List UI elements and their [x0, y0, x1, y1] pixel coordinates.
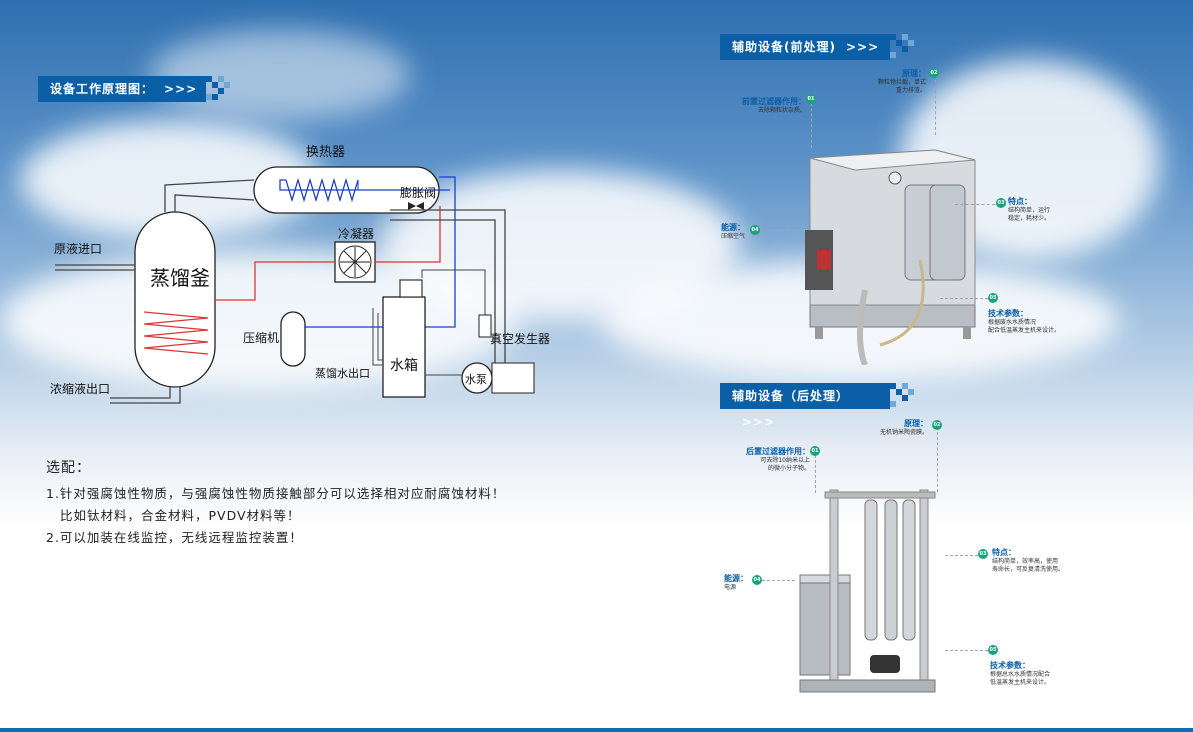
- post-c02-text: 无机钠米陶瓷膜。: [879, 429, 928, 436]
- options-line-1: 1.针对强腐蚀性物质，与强腐蚀性物质接触部分可以选择相对应耐腐蚀材料！: [46, 486, 506, 501]
- pre-number-04: 04: [750, 225, 760, 235]
- principle-section-bar: 设备工作原理图： >>>: [38, 76, 206, 102]
- label-distilled-outlet: 蒸馏水出口: [315, 366, 370, 380]
- cloud: [0, 250, 520, 390]
- label-pump: 水泵: [465, 373, 487, 386]
- leader-line: [762, 580, 795, 581]
- post-callout-02: 原理： 无机钠米陶瓷膜。: [860, 418, 928, 437]
- post-number-01: 01: [810, 446, 820, 456]
- post-c05-text-1: 根据总水水质情况配合: [990, 671, 1051, 678]
- pre-treatment-section-bar: 辅助设备(前处理) >>>: [720, 34, 890, 60]
- pre-c01-title: 前置过滤器作用：: [742, 97, 806, 106]
- pixel-decoration: [206, 70, 236, 108]
- pre-callout-01: 前置过滤器作用： 去除颗粒状杂质。: [730, 96, 806, 115]
- post-c03-text-1: 结构简单，效率高，使用: [992, 558, 1059, 565]
- leader-line: [945, 650, 988, 651]
- leader-line: [935, 80, 936, 135]
- post-number-03: 03: [978, 549, 988, 559]
- principle-section-title: 设备工作原理图：: [50, 82, 155, 96]
- label-still: 蒸馏釜: [150, 266, 210, 290]
- still-shape: [134, 211, 216, 388]
- pixel-decoration: [890, 377, 920, 415]
- label-condenser: 冷凝器: [338, 226, 374, 241]
- pre-number-01: 01: [806, 94, 816, 104]
- post-treatment-equipment-image: [799, 489, 936, 693]
- pre-number-05: 05: [988, 293, 998, 303]
- pre-c03-text-2: 稳定，耗材少。: [1008, 215, 1051, 222]
- pre-c01-text: 去除颗粒状杂质。: [757, 107, 806, 114]
- label-raw-inlet: 原液进口: [54, 241, 102, 256]
- pre-section-arrow: >>>: [845, 40, 880, 54]
- pre-c03-text-1: 结构简单，运行: [1008, 207, 1051, 214]
- post-c05-title: 技术参数：: [990, 661, 1030, 670]
- post-callout-03: 特点： 结构简单，效率高，使用 寿命长，可反复清洗使用。: [992, 547, 1082, 574]
- post-callout-05: 技术参数： 根据总水水质情况配合 低温蒸发主机来设计。: [990, 660, 1080, 687]
- post-number-05: 05: [988, 645, 998, 655]
- post-section-title: 辅助设备（后处理）: [732, 389, 850, 403]
- label-conc-outlet: 浓缩液出口: [50, 381, 110, 396]
- leader-line: [815, 455, 816, 493]
- post-c02-title: 原理：: [904, 419, 928, 428]
- leader-line: [955, 204, 995, 205]
- pre-c05-text-1: 根据废水水质情况: [988, 319, 1037, 326]
- pre-callout-02: 原理： 颗粒物拦截，单式 重力排渣。: [868, 68, 926, 95]
- post-c04-text: 电源: [724, 584, 737, 591]
- options-line-3: 2.可以加装在线监控，无线远程监控装置！: [46, 530, 303, 545]
- leader-line: [760, 230, 805, 231]
- pre-c02-title: 原理：: [902, 69, 926, 78]
- post-number-04: 04: [752, 575, 762, 585]
- working-principle-diagram: 换热器 膨胀阀 蒸馏釜 原液进口 浓缩液出口 冷凝器 压缩机 水: [50, 145, 550, 404]
- post-c03-title: 特点：: [992, 548, 1016, 557]
- post-c04-title: 能源：: [724, 574, 748, 583]
- pre-number-03: 03: [996, 198, 1006, 208]
- pre-number-02: 02: [929, 68, 939, 78]
- leader-line: [811, 103, 812, 148]
- post-number-02: 02: [932, 420, 942, 430]
- tank-shape: [382, 296, 426, 398]
- options-title: 选配：: [46, 460, 91, 476]
- bottom-rule: [0, 728, 1193, 732]
- compressor-shape: [280, 311, 306, 367]
- pre-callout-05: 技术参数： 根据废水水质情况 配合低温蒸发主机来设计。: [988, 308, 1078, 335]
- pre-treatment-equipment-image: [805, 149, 976, 365]
- leader-line: [945, 555, 978, 556]
- pre-c03-title: 特点：: [1008, 197, 1032, 206]
- post-c01-text-1: 可去除10纳米以上: [760, 457, 810, 464]
- cloud: [150, 30, 410, 120]
- pixel-decoration: [890, 28, 920, 66]
- options-notes: 选配： 1.针对强腐蚀性物质，与强腐蚀性物质接触部分可以选择相对应耐腐蚀材料！ …: [46, 457, 505, 549]
- options-line-2: 比如钛材料，合金材料，PVDV材料等！: [60, 508, 301, 523]
- pre-callout-03: 特点： 结构简单，运行 稳定，耗材少。: [1008, 196, 1078, 223]
- pre-callout-04: 能源： 压缩空气: [721, 222, 753, 241]
- post-callout-04: 能源： 电源: [724, 573, 754, 592]
- leader-line: [937, 432, 938, 492]
- label-heat-exchanger: 换热器: [306, 145, 345, 160]
- leader-line: [940, 298, 988, 299]
- pre-c05-text-2: 配合低温蒸发主机来设计。: [988, 327, 1061, 334]
- pre-section-title: 辅助设备(前处理): [732, 40, 836, 54]
- post-c03-text-2: 寿命长，可反复清洗使用。: [992, 566, 1065, 573]
- pre-c02-text-2: 重力排渣。: [895, 87, 926, 94]
- label-vacuum: 真空发生器: [490, 331, 550, 346]
- post-c05-text-2: 低温蒸发主机来设计。: [990, 679, 1051, 686]
- principle-section-arrow: >>>: [164, 82, 198, 96]
- post-treatment-section-bar: 辅助设备（后处理） >>>: [720, 383, 890, 429]
- pre-c05-title: 技术参数：: [988, 309, 1028, 318]
- post-callout-01: 后置过滤器作用： 可去除10纳米以上 的微小分子物。: [730, 446, 810, 473]
- post-c01-title: 后置过滤器作用：: [746, 447, 810, 456]
- label-expansion-valve: 膨胀阀: [400, 186, 436, 200]
- post-c01-text-2: 的微小分子物。: [767, 465, 810, 472]
- post-section-arrow: >>>: [742, 415, 776, 429]
- label-compressor: 压缩机: [243, 330, 279, 345]
- pre-c04-title: 能源：: [721, 223, 745, 232]
- label-tank: 水箱: [390, 358, 418, 374]
- pre-c02-text-1: 颗粒物拦截，单式: [877, 79, 926, 86]
- pre-c04-text: 压缩空气: [721, 233, 746, 240]
